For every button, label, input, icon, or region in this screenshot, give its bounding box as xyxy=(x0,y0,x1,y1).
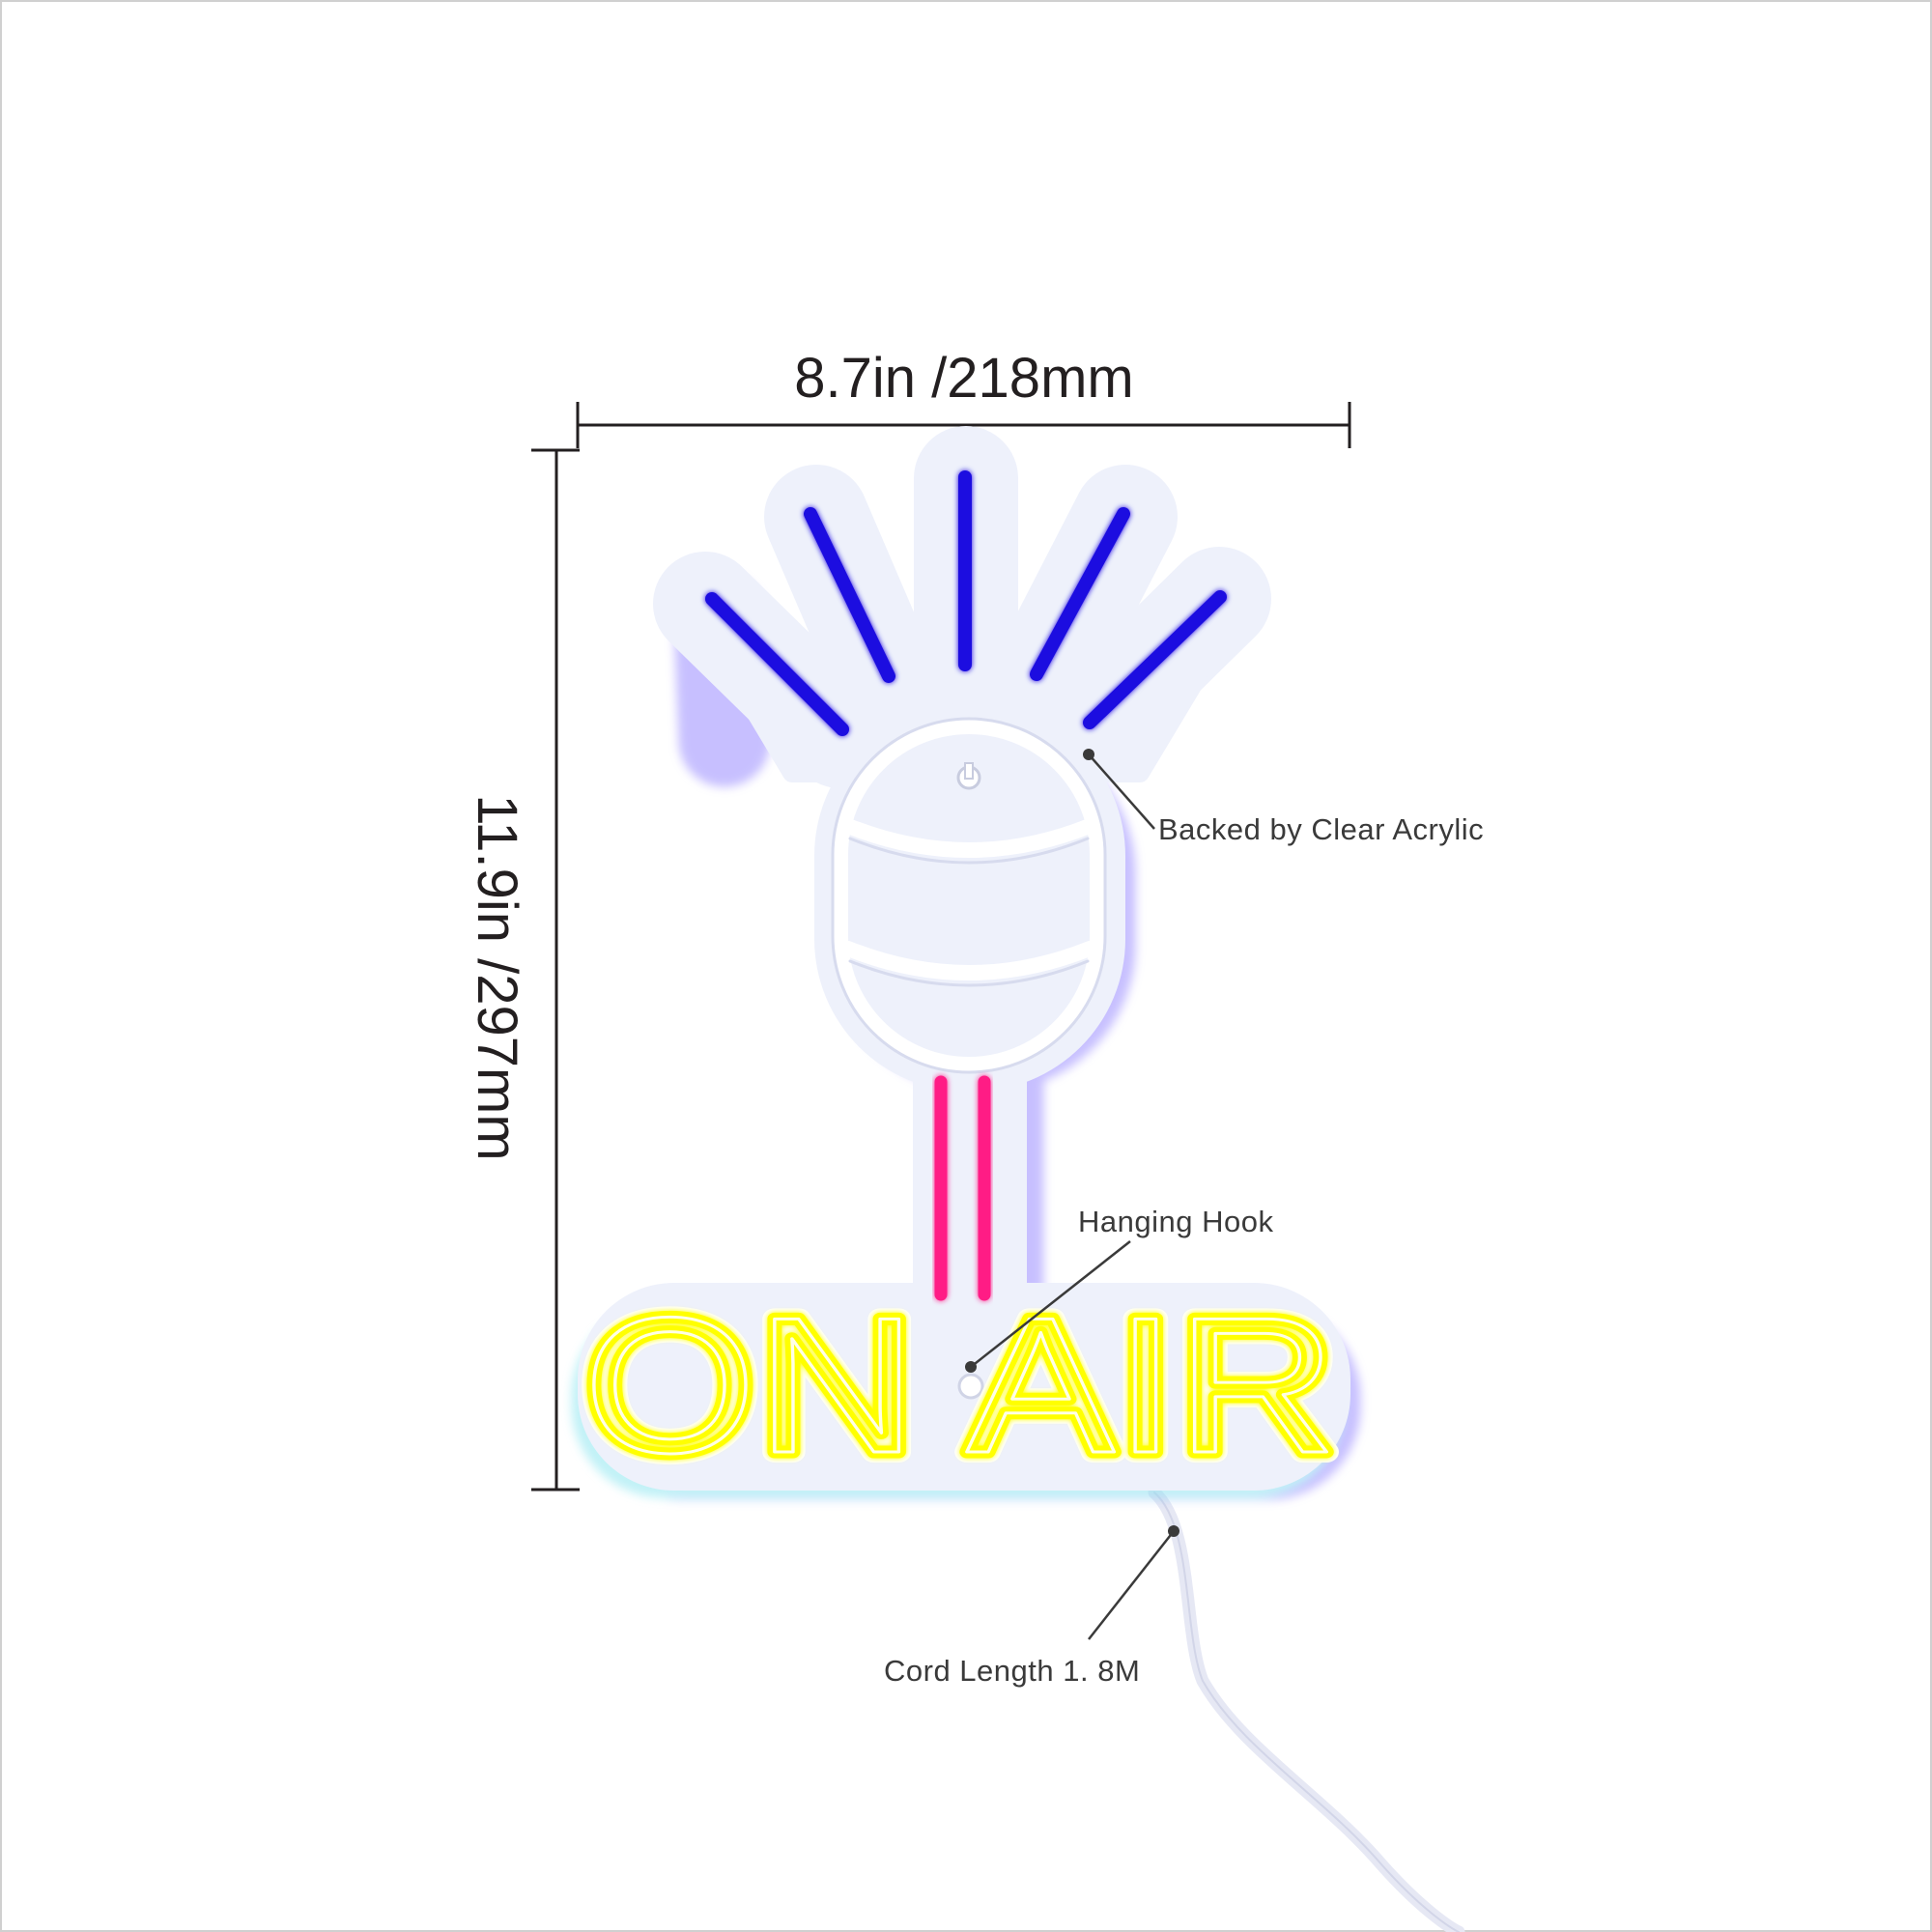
width-dimension: 8.7in /218mm xyxy=(576,347,1351,448)
neon-text: ON AIR ON AIR ON AIR xyxy=(573,1267,1348,1504)
neon-text-outline: ON AIR xyxy=(583,1278,1337,1493)
hanging-hook-hole-icon xyxy=(957,1373,984,1400)
callout-hook: Hanging Hook xyxy=(965,1205,1273,1373)
height-label: 11.9in /297mm xyxy=(466,794,528,1160)
height-dimension: 11.9in /297mm xyxy=(466,448,580,1492)
neon-ray-1 xyxy=(705,592,849,736)
callout-acrylic: Backed by Clear Acrylic xyxy=(1083,749,1484,846)
neon-text-inner: ON AIR xyxy=(583,1278,1337,1493)
neon-ray-5 xyxy=(1083,590,1227,729)
microphone-head xyxy=(833,719,1105,1072)
callout-cord-label: Cord Length 1. 8M xyxy=(884,1654,1140,1688)
neon-stand xyxy=(934,1075,991,1301)
callout-hook-leader xyxy=(970,1240,1131,1368)
mount-hole-icon xyxy=(956,762,981,790)
callout-acrylic-leader xyxy=(1088,753,1155,830)
power-cord-highlight xyxy=(1153,1492,1460,1932)
callout-cord: Cord Length 1. 8M xyxy=(884,1525,1179,1688)
neon-ray-2 xyxy=(804,507,895,683)
neon-ray-4 xyxy=(1030,507,1130,681)
callout-cord-leader xyxy=(1088,1530,1175,1640)
width-label: 8.7in /218mm xyxy=(794,347,1133,410)
neon-text-glow: ON AIR xyxy=(583,1278,1337,1493)
callout-hook-label: Hanging Hook xyxy=(1078,1205,1273,1238)
microphone-head-shadow xyxy=(831,717,1107,1074)
neon-rays xyxy=(705,470,1227,736)
power-cord xyxy=(1148,1486,1465,1932)
callout-acrylic-label: Backed by Clear Acrylic xyxy=(1158,812,1484,846)
